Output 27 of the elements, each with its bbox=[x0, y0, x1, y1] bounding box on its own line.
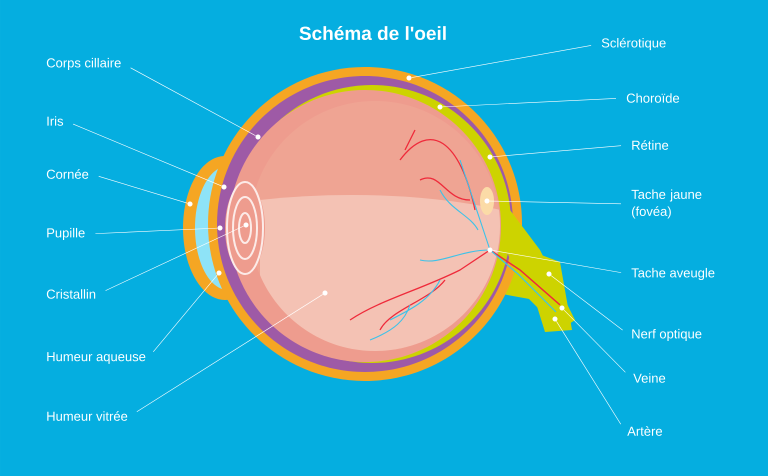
leader-line bbox=[489, 200, 622, 204]
part-label: Humeur vitrée bbox=[47, 411, 128, 421]
leader-line bbox=[130, 68, 256, 136]
part-label: Artère bbox=[627, 426, 662, 436]
leader-line bbox=[95, 228, 218, 234]
leader-line bbox=[492, 250, 622, 273]
part-label: Iris bbox=[47, 116, 64, 126]
part-label: Rétine bbox=[632, 140, 668, 150]
part-label: Tache jaune (fovéa) bbox=[632, 189, 702, 219]
leader-line bbox=[550, 275, 623, 330]
leader-line bbox=[564, 310, 626, 373]
leader-line bbox=[152, 274, 218, 352]
part-label: Pupille bbox=[47, 228, 85, 240]
title: Schéma de l'oeil bbox=[300, 26, 446, 40]
part-label: Nerf optique bbox=[632, 328, 702, 342]
part-label: Cornée bbox=[46, 169, 88, 179]
leader-line bbox=[98, 176, 188, 204]
leader-line bbox=[411, 45, 592, 78]
leader-line bbox=[556, 320, 622, 424]
part-label: Corps cillaire bbox=[46, 58, 121, 70]
leader-line bbox=[136, 294, 324, 412]
part-label: Choroïde bbox=[626, 93, 680, 103]
part-label: Veine bbox=[633, 373, 666, 383]
part-label: Sclérotique bbox=[602, 38, 666, 50]
part-label: Tache aveugle bbox=[632, 268, 714, 280]
part-label: Humeur aqueuse bbox=[47, 352, 146, 364]
part-label: Cristallin bbox=[46, 289, 96, 299]
